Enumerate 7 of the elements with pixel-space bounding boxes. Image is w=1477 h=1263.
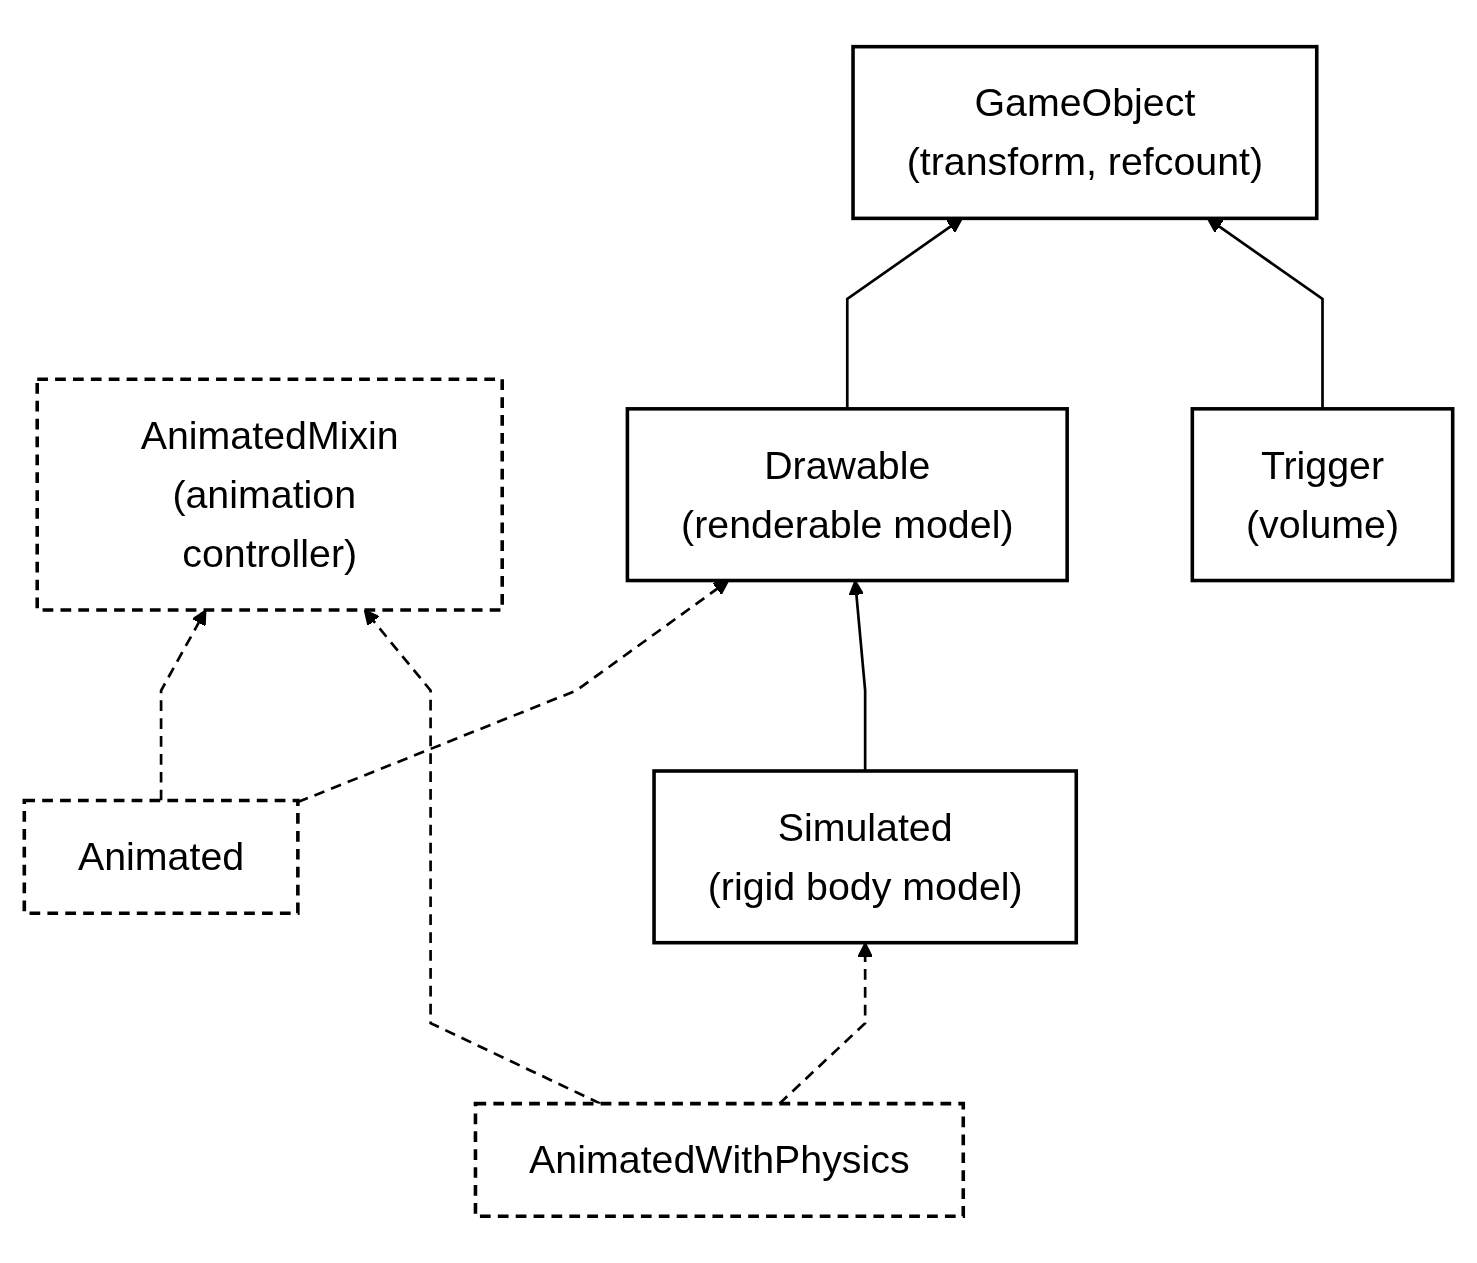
node-box: GameObject (transform, refcount) (851, 44, 1319, 221)
node-box: Trigger (volume) (1190, 407, 1455, 583)
node-box: Drawable (renderable model) (625, 407, 1069, 583)
node-box: AnimatedMixin (animation controller) (35, 377, 504, 612)
node-box: Simulated (rigid body model) (652, 769, 1079, 945)
node-box: Animated (22, 798, 300, 915)
node-box: AnimatedWithPhysics (473, 1101, 966, 1219)
